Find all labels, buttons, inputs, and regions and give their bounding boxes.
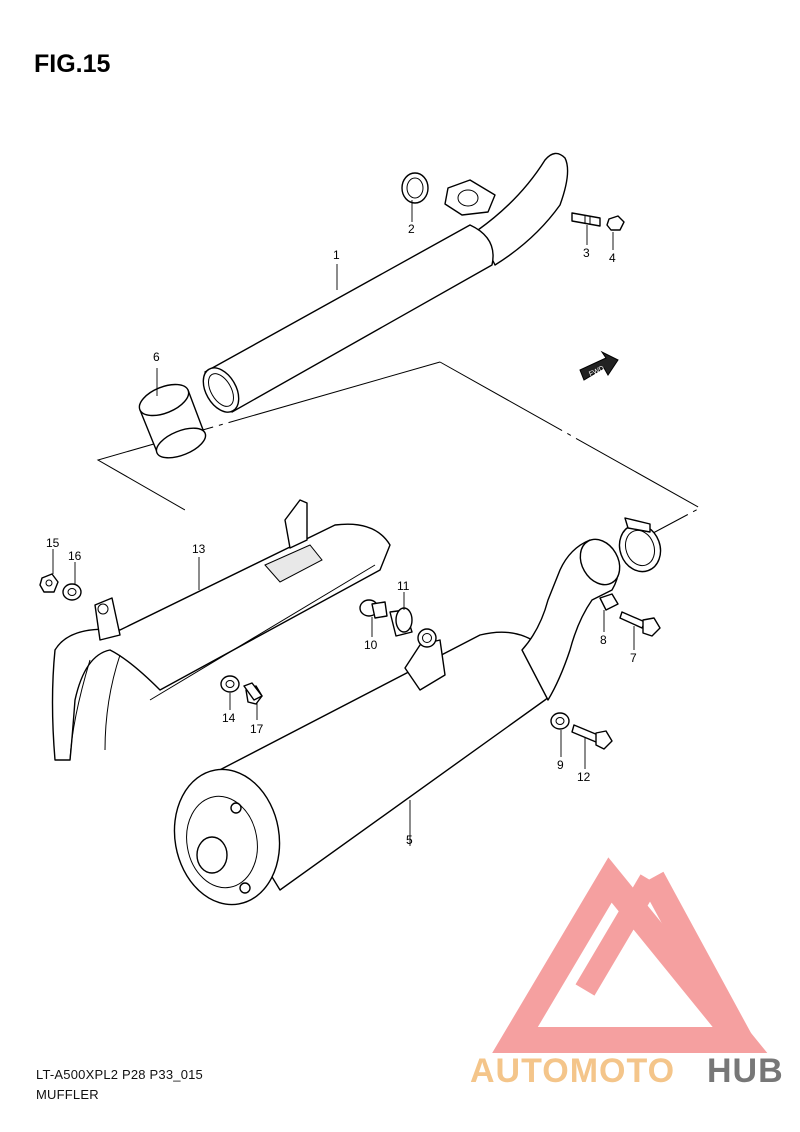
callout-7: 7 xyxy=(630,651,637,665)
gasket-part-2 xyxy=(401,172,429,204)
callout-15: 15 xyxy=(46,536,60,550)
nut-part-4 xyxy=(606,215,625,231)
callout-11: 11 xyxy=(397,579,410,593)
callout-16: 16 xyxy=(68,549,82,563)
collar-part-8 xyxy=(599,593,619,611)
callout-13: 13 xyxy=(192,542,206,556)
callout-5: 5 xyxy=(406,833,413,847)
stud-bolt-part-3 xyxy=(571,212,601,227)
watermark-text-automoto: AUTOMOTO xyxy=(470,1052,675,1090)
callout-3: 3 xyxy=(583,246,590,260)
heat-shield-part-13 xyxy=(51,499,391,761)
forward-direction-arrow: FWD xyxy=(579,350,619,381)
grommet-part-11 xyxy=(389,607,413,637)
subassembly-frame-lower xyxy=(439,361,702,541)
callout-10: 10 xyxy=(364,638,378,652)
exhaust-pipe-part-1 xyxy=(202,152,569,413)
callout-1: 1 xyxy=(333,248,340,262)
subassembly-frame-upper xyxy=(96,361,441,511)
automotohub-logo xyxy=(492,857,768,1053)
watermark-text-hub: HUB xyxy=(707,1052,784,1090)
watermark-text: AUTOMOTO HUB xyxy=(470,1052,784,1090)
connector-sleeve-part-6 xyxy=(138,383,207,459)
callout-6: 6 xyxy=(153,350,160,364)
nut-part-15 xyxy=(39,573,59,593)
bolt-part-17 xyxy=(243,682,263,705)
bolt-part-12 xyxy=(571,724,613,750)
collar-bolt-part-10 xyxy=(359,599,388,619)
figure-title: FIG.15 xyxy=(34,50,111,78)
callout-8: 8 xyxy=(600,633,607,647)
callout-14: 14 xyxy=(222,711,236,725)
callout-12: 12 xyxy=(577,770,591,784)
washer-part-9 xyxy=(550,712,570,730)
muffler-part-5 xyxy=(173,538,621,906)
washer-part-14 xyxy=(220,675,240,693)
leader-lines xyxy=(52,200,635,846)
model-caption: LT-A500XPL2 P28 P33_015 xyxy=(36,1067,203,1082)
exhaust-clamp xyxy=(618,517,662,573)
washer-part-16 xyxy=(62,583,82,601)
callout-labels: 1 2 3 4 5 6 7 8 9 10 11 12 13 14 15 16 1… xyxy=(46,222,637,847)
callout-17: 17 xyxy=(250,722,264,736)
callout-2: 2 xyxy=(408,222,415,236)
bolt-part-7 xyxy=(619,611,661,637)
section-name-caption: MUFFLER xyxy=(36,1087,99,1102)
callout-4: 4 xyxy=(609,251,616,265)
callout-9: 9 xyxy=(557,758,564,772)
